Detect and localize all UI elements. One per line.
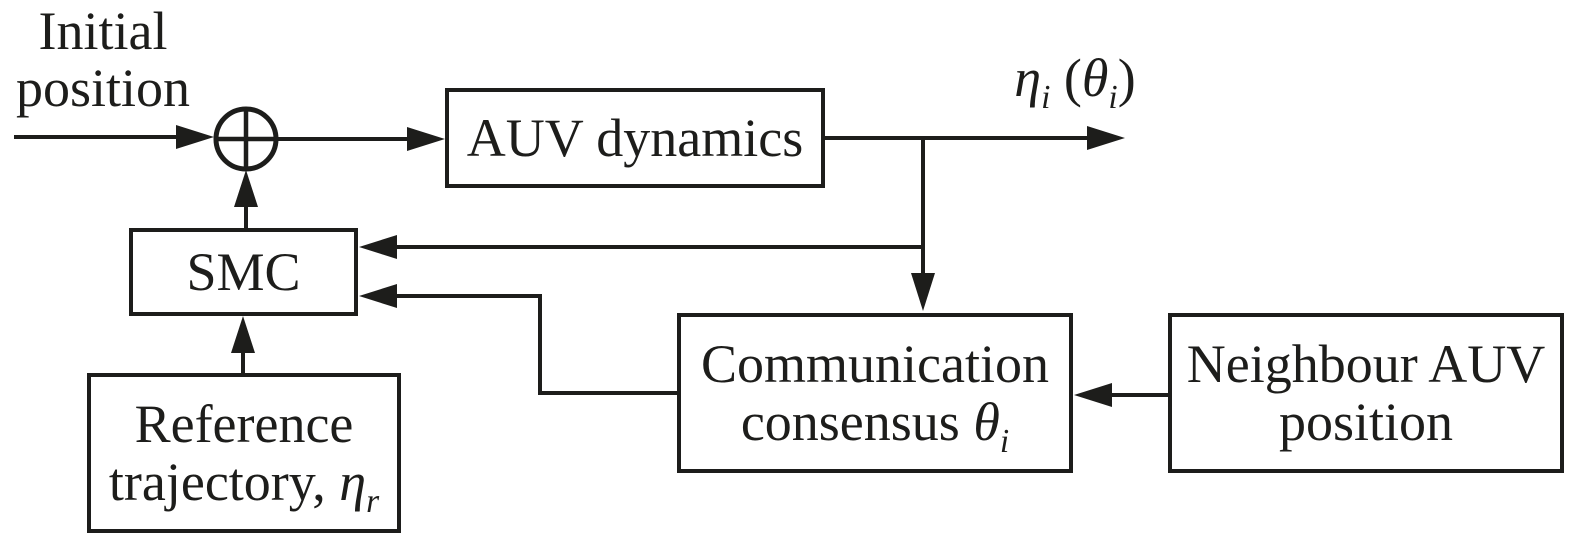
communication-theta: θ [973,392,1000,452]
arrowhead-into-auv-dynamics-icon [407,127,445,151]
reference-line2: trajectory, ηr [108,452,379,518]
neighbour-auv-position-block: Neighbour AUV position [1168,313,1564,473]
initial-position-line1: Initial [38,1,168,61]
communication-line1: Communication [701,334,1049,394]
arrowhead-consensus-into-smc-icon [359,284,397,308]
communication-consensus-block: Communication consensus θi [677,313,1073,473]
reference-trajectory-block: Reference trajectory, ηr [87,373,401,533]
arrowhead-smc-into-sum-icon [234,170,258,207]
initial-position-label: Initial position [0,3,206,117]
output-signal-label: ηi (θi) [960,48,1190,115]
output-eta-subscript: i [1041,78,1051,116]
output-theta-subscript: i [1108,78,1118,116]
consensus-to-smc-wire [397,294,677,395]
auv-dynamics-block: AUV dynamics [445,88,825,188]
arrowhead-into-communication-icon [911,273,935,311]
neighbour-line2: position [1278,392,1454,452]
smc-label: SMC [186,242,301,302]
arrowhead-reference-into-smc-icon [231,316,255,353]
reference-line2-text: trajectory, [108,452,340,512]
arrowhead-neighbour-into-communication-icon [1074,383,1112,407]
arrowhead-feedback-into-smc-icon [359,235,397,259]
communication-theta-subscript: i [999,422,1010,460]
smc-block: SMC [129,228,358,316]
output-theta: θ [1081,48,1109,108]
auv-dynamics-label: AUV dynamics [466,108,804,168]
arrowhead-into-summing-junction-icon [176,125,214,149]
initial-position-line2: position [15,58,191,118]
reference-line1: Reference [134,394,354,454]
summing-junction-icon [213,106,279,172]
reference-eta-subscript: r [366,482,380,520]
communication-line2: consensus θi [740,392,1009,458]
output-arrowhead-icon [1087,126,1125,150]
neighbour-line1: Neighbour AUV [1186,334,1546,394]
reference-eta: η [339,452,367,512]
output-paren-close: ) [1117,48,1136,108]
output-eta: η [1014,48,1042,108]
output-paren-open: ( [1050,48,1082,108]
communication-line2-text: consensus [740,392,974,452]
